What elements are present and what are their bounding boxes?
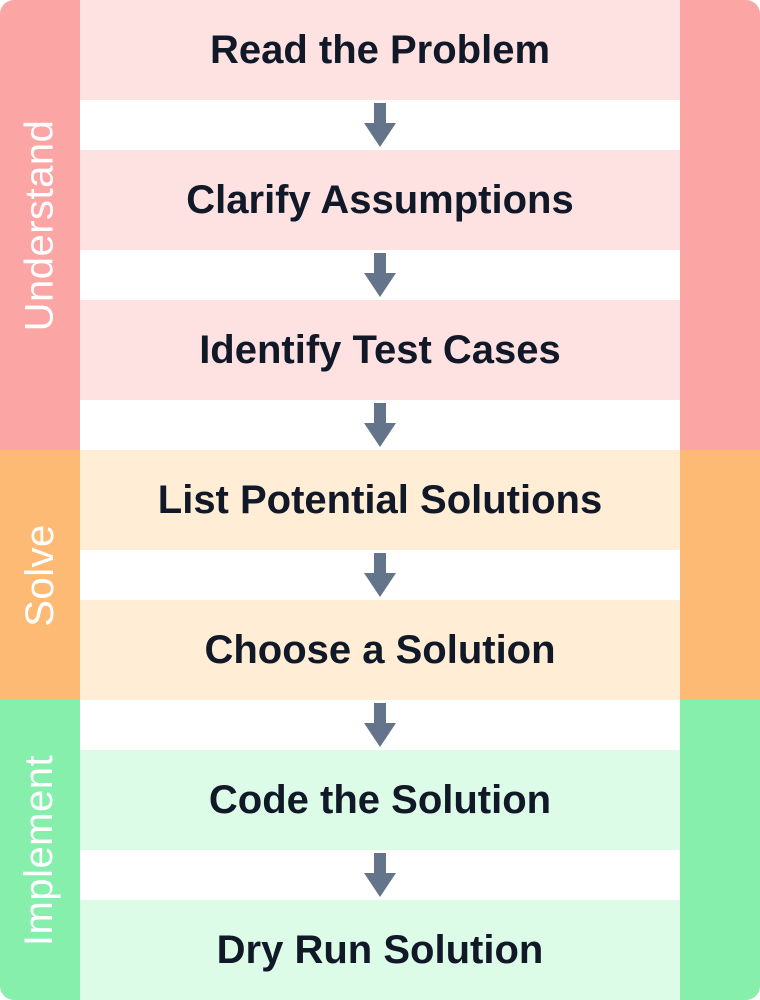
phase-label-implement: Implement bbox=[0, 700, 80, 1000]
arrow-down-icon bbox=[364, 403, 396, 447]
step-identify-test-cases: Identify Test Cases bbox=[80, 300, 680, 400]
step-choose-a-solution: Choose a Solution bbox=[80, 600, 680, 700]
step-list-potential-solutions: List Potential Solutions bbox=[80, 450, 680, 550]
phase-label-text-understand: Understand bbox=[17, 119, 62, 331]
arrow-down-icon bbox=[364, 253, 396, 297]
arrow-down-icon bbox=[364, 853, 396, 897]
arrow-down-icon bbox=[364, 103, 396, 147]
phase-label-solve: Solve bbox=[0, 450, 80, 700]
arrow-down-icon bbox=[364, 553, 396, 597]
arrow-down-icon bbox=[364, 703, 396, 747]
step-read-the-problem: Read the Problem bbox=[80, 0, 680, 100]
phase-label-text-implement: Implement bbox=[17, 754, 62, 946]
phase-label-text-solve: Solve bbox=[17, 523, 62, 627]
phase-label-understand: Understand bbox=[0, 0, 80, 450]
step-clarify-assumptions: Clarify Assumptions bbox=[80, 150, 680, 250]
step-dry-run-solution: Dry Run Solution bbox=[80, 900, 680, 1000]
step-code-the-solution: Code the Solution bbox=[80, 750, 680, 850]
steps-column: Read the Problem Clarify Assumptions Ide… bbox=[80, 0, 680, 1000]
